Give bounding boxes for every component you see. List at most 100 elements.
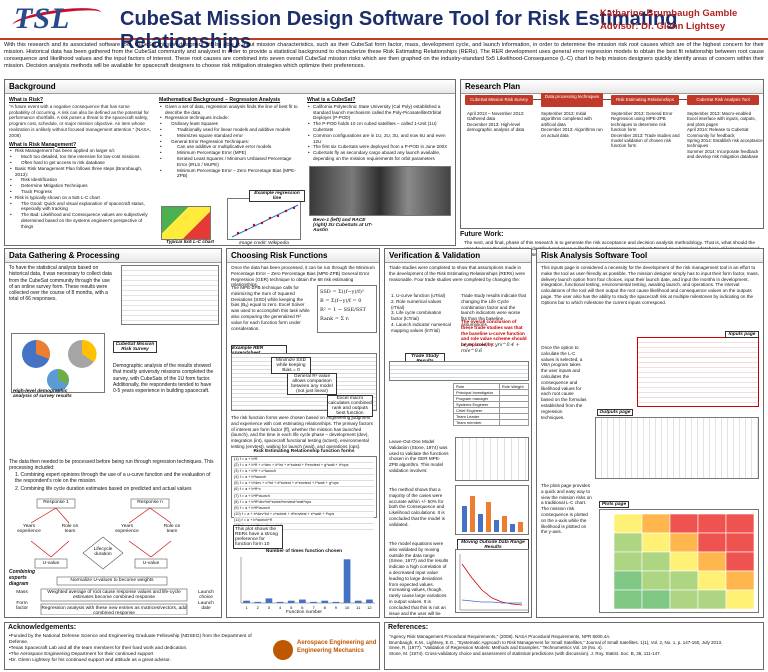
trade-results-table <box>389 361 529 381</box>
choosing-panel: Choosing Risk Functions Once the data ha… <box>226 248 380 618</box>
x-tick-label: 12 <box>367 605 372 610</box>
diag-normalize: Normalize U-values to become weights <box>70 578 154 583</box>
rm-item: Risk Management has been applied on larg… <box>9 148 151 154</box>
ack-heading: Acknowledgements: <box>8 624 77 631</box>
tool-heading: Risk Analysis Software Tool <box>537 249 763 263</box>
math-item: Can use additive or multiplicative error… <box>159 144 299 150</box>
reference-item: Snee, R. (1977). "Validation of Regressi… <box>389 645 603 651</box>
lc-cell <box>725 551 755 572</box>
authors: Katharine Brumbaugh Gamble Advisor: Dr. … <box>600 7 737 33</box>
math-item: Given a set of data, regression analysis… <box>159 104 299 116</box>
x-tick-label: 10 <box>345 605 350 610</box>
plan-step-rer: Risk Estimating Relationships <box>611 95 679 105</box>
function-form-row: (10) f = a + b*dev*int + c*sctest + d*en… <box>234 512 374 518</box>
rm-item: Risk is typically shown on a 5x5 L-C cha… <box>9 195 151 201</box>
cubesat-item: California Polytechnic State University … <box>307 104 451 121</box>
ver-text-3: The overall conclusion of these trade st… <box>461 319 527 348</box>
bar <box>332 601 340 603</box>
background-heading: Background <box>5 80 455 94</box>
diag-years-n: Years experience <box>115 524 139 534</box>
dg-text-2: Demographic analysis of the results show… <box>113 363 214 395</box>
diag-mass: Mass <box>16 590 28 595</box>
lc-cell <box>669 589 699 610</box>
trade-item: 4. Launch indicator numerical mapping va… <box>391 321 452 333</box>
what-is-rm-heading: What is Risk Management? <box>9 141 77 148</box>
ack-item: •Funded by the National Defense Science … <box>9 634 252 645</box>
lc-cell <box>641 532 671 553</box>
plan-step-processing: Data processing techniques <box>541 93 603 107</box>
diag-response-1: Response 1 <box>43 500 69 505</box>
trade-item: 2. Role numerical values (rTrial) <box>391 298 442 310</box>
function-form-row: (4) f = a + b*launch <box>234 475 374 482</box>
rm-item: The Good: Quick and visual explanation o… <box>9 201 151 213</box>
forms-table-title: Risk Estimating Relationship function fo… <box>253 449 355 454</box>
math-item: Minimum Percentage Error (MPE) <box>159 150 299 156</box>
plots-page-image <box>599 509 759 613</box>
data-gathering-panel: Data Gathering & Processing To have the … <box>4 248 222 618</box>
diag-form: Form factor <box>16 601 28 611</box>
lc-cell <box>641 551 671 572</box>
diag-lifecycle: Lifecycle duration <box>93 547 113 557</box>
function-form-row: (5) f = a + b*dev + c*int + d*sctest + e… <box>234 481 374 488</box>
background-col-risk: What is Risk? "A future event with a neg… <box>5 94 155 232</box>
cubesat-item: Common configurations are in 1U, 2U, 3U,… <box>307 133 451 145</box>
bar <box>310 601 317 603</box>
function-form-row: (6) f = a + b*ff^c <box>234 487 374 494</box>
lc-cell <box>725 513 755 534</box>
ver-text-5: The method shows that a majority of the … <box>389 487 445 527</box>
cubesat-photo <box>309 166 451 216</box>
function-form-row: (7) f = a + b*ff*launch <box>234 494 374 500</box>
demographic-caption: High-level demographic analysis of surve… <box>13 389 72 399</box>
ack-item: •Dr. Glenn Lightsey for his continued su… <box>9 658 171 663</box>
function-form-row: (8) f = a + b*ff*dev*int*sctest*envtest*… <box>234 500 374 506</box>
rm-item: Determine Mitigation Techniques <box>9 183 151 189</box>
x-tick-label: 1 <box>245 605 248 610</box>
diag-years: Years experience <box>17 524 41 534</box>
function-form-row: (1) f = a + b*ff <box>234 457 374 464</box>
ver-formula: u(yrs, role) = yrs^0.4 + role^0.6 <box>461 343 520 354</box>
future-work-heading: Future Work: <box>460 231 504 238</box>
plan-arrow <box>533 99 541 100</box>
lc-cell <box>669 513 699 534</box>
bar <box>321 600 329 603</box>
bar <box>254 601 262 603</box>
tool-panel: Risk Analysis Software Tool This inputs … <box>536 248 764 618</box>
lc-chart-caption: Typical 5x5 L-C chart <box>165 240 215 245</box>
cubesat-photo-caption: Bevo-1 (left) and RACE (right) 3U CubeSa… <box>313 218 373 233</box>
references-heading: References: <box>388 624 429 631</box>
choosing-text-1: Once the data has been processed, it can… <box>231 265 375 288</box>
plots-caption: Plots page <box>599 501 629 508</box>
validation-table <box>455 437 529 481</box>
range-scatter-graphic <box>459 554 528 611</box>
dg-text-1: To have the statistical analysis based o… <box>9 265 112 303</box>
lc-cell <box>613 551 643 572</box>
plan-arrow <box>679 99 687 100</box>
diag-uvalue-n: U-value <box>142 561 160 566</box>
math-item: Traditionally used for linear models and… <box>159 127 299 133</box>
lc-cell <box>613 532 643 553</box>
x-tick-label: 7 <box>312 605 315 610</box>
diag-launch-date: Launch date <box>198 601 214 611</box>
math-heading: Mathematical Background – Regression Ana… <box>159 97 281 103</box>
verification-heading: Verification & Validation <box>385 249 531 263</box>
lc-cell <box>725 532 755 553</box>
demographic-charts <box>11 333 105 393</box>
validation-bar-chart <box>455 485 529 535</box>
plot-note: This plot shows the RERs have a strong p… <box>233 525 283 549</box>
lc-cell <box>697 532 727 553</box>
rm-item: Track Progress <box>9 189 151 195</box>
plot-title: Number of times function chosen <box>265 549 343 554</box>
dg-step-1: 1. Combining expert opinions through the… <box>15 472 211 485</box>
what-is-risk-heading: What is Risk? <box>9 97 44 103</box>
sheet-note-2: General R² value allows comparison betwe… <box>287 373 337 395</box>
diag-uvalue-1: U-value <box>42 561 60 566</box>
x-tick-label: 8 <box>324 605 327 610</box>
abstract: With this research and its associated so… <box>4 42 764 69</box>
diag-role: Role on team <box>61 524 79 534</box>
rm-item: Risk Identification <box>9 177 151 183</box>
choosing-heading: Choosing Risk Functions <box>227 249 379 263</box>
survey-caption: CubeSat Mission Risk Survey <box>113 341 157 353</box>
regression-credit: Image credit: Wikipedia <box>239 241 289 246</box>
